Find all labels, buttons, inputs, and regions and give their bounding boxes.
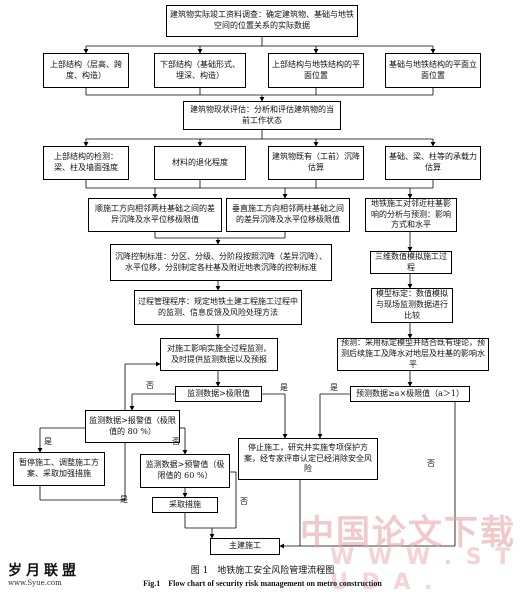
monitoring-box: 对施工影响实施全过程监测，及时提供监测数据以及预报 (160, 338, 278, 371)
warning-value-box: 监测数据>预警值（极限值的 60 %） (140, 454, 230, 488)
caption-chinese: 图 1 地铁施工安全风险管理流程图 (190, 566, 335, 576)
watermark-url: www.Syue.com (8, 579, 62, 587)
survey-box: 建筑物实际竣工资料调查：确定建筑物、基础与地铁空间的位置关系的实际数据 (166, 5, 358, 37)
prediction-box: 预测：采用标定模型并结合既有理论，预测后续施工及降水对地层及柱基的影响水平 (337, 338, 489, 371)
elevation-position-box: 基础与地铁结构的平面立面位置 (385, 53, 481, 88)
stop-and-study-box: 停止施工，研究并实施专项保护方案，经专家评审认定已经消除安全风险 (238, 438, 378, 480)
impact-analysis-box: 地铁施工对邻近柱基影响的分析与预测：影响方式和水平 (365, 198, 457, 232)
watermark-logo: 岁月联盟 (8, 563, 80, 579)
caption-english: Fig.1 Flow chart of security risk manage… (143, 579, 382, 588)
label-no-prediction: 否 (427, 459, 435, 468)
label-no-monitor: 否 (146, 381, 154, 390)
label-no-warning: 否 (240, 497, 248, 506)
label-yes-prediction: 是 (330, 383, 338, 392)
perpendicular-direction-limit-box: 垂直施工方向相邻两柱基础之间的差异沉降及水平位移极限值 (226, 198, 350, 232)
detection-box: 上部结构的检测：梁、柱及墙面强度 (43, 146, 129, 180)
proceed-construction-box: 主建施工 (210, 538, 280, 555)
status-evaluation-box: 建筑物现状评估：分析和评估建筑物的当前工作状态 (183, 101, 341, 130)
control-standard-box: 沉降控制标准：分区、分级、分阶段按照沉降（差异沉降）、水平位移，分别制定各柱基及… (110, 244, 332, 281)
label-no-alarm: 否 (172, 437, 180, 446)
upper-structure-box: 上部结构（层高、跨度、构造） (43, 53, 129, 88)
label-yes-monitor: 是 (280, 383, 288, 392)
stop-and-adjust-box: 暂停施工、调整施工方案、采取加强措施 (13, 452, 105, 486)
settlement-estimate-box: 建筑物既有（工前）沉降估算 (268, 146, 364, 180)
numerical-simulation-box: 三维数值模拟施工过程 (370, 251, 452, 274)
along-direction-limit-box: 顺施工方向相邻两柱基础之间的差异沉降及水平位移极限值 (88, 198, 222, 232)
monitor-exceeds-limit-box: 监测数据>极限值 (175, 386, 262, 402)
take-measures-box: 采取措施 (152, 497, 218, 513)
watermark-site-cn: 中国论文下载 (300, 513, 516, 553)
label-yes-warning: 是 (120, 495, 128, 504)
capacity-estimate-box: 基础、梁、柱等的承载力估算 (385, 146, 481, 180)
lower-structure-box: 下部结构（基础形式、埋深、构造） (154, 53, 246, 88)
plan-position-box: 上部结构与地铁结构的平面位置 (268, 53, 364, 88)
model-calibration-box: 模型标定：数值模拟与现场监测数据进行比较 (371, 288, 453, 323)
alarm-value-box: 监测数据>报警值（极限值的 80 %） (85, 410, 180, 443)
watermark-site-en: W W W . S T U D A . (330, 545, 514, 595)
degradation-box: 材料的退化程度 (154, 146, 246, 180)
label-yes-alarm: 是 (44, 437, 52, 446)
process-management-box: 过程管理程序：规定地铁土建工程施工过程中的监测、信息反馈及风险处理方法 (134, 290, 302, 325)
prediction-exceeds-limit-box: 预测数据≥a×极限值（a＞1） (350, 386, 470, 402)
